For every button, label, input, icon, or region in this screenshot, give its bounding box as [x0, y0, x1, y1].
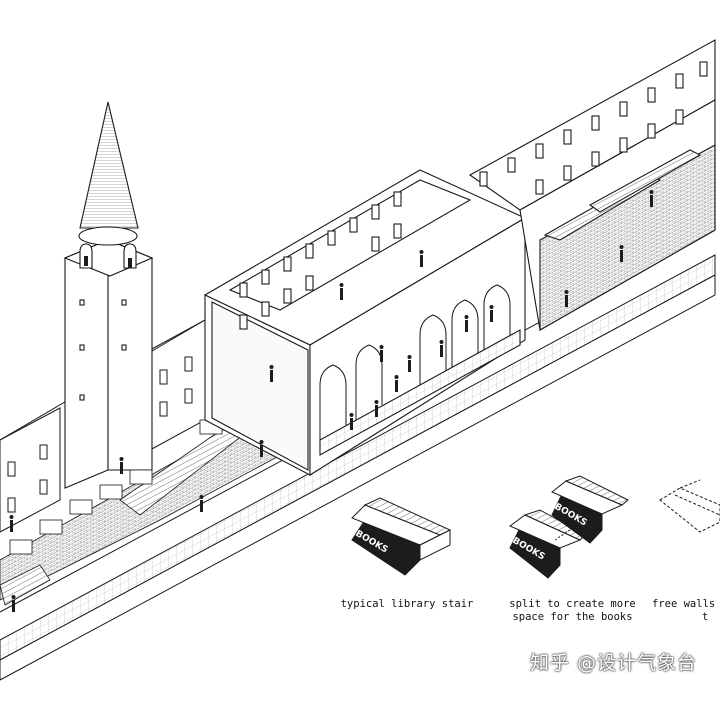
caption-free-walls: free walls t [652, 598, 720, 624]
caption-split-line2: space for the books [512, 611, 633, 623]
free-walls-diagram [659, 479, 720, 533]
caption-split-stair: split to create more space for the books [505, 598, 640, 624]
zhihu-watermark: 知乎 @设计气象台 [530, 652, 698, 674]
central-courtyard-building [203, 169, 527, 476]
left-building [0, 319, 206, 533]
split-stair-diagram: BOOKS BOOKS [509, 475, 629, 579]
caption-free-line2: t [702, 611, 709, 623]
people-figures [9, 190, 654, 612]
caption-split-line1: split to create more [509, 598, 636, 610]
caption-typical-stair: typical library stair [340, 598, 474, 610]
caption-free-line1: free walls [652, 598, 716, 610]
right-building [468, 39, 716, 331]
bell-tower [63, 101, 154, 489]
typical-stair-diagram: BOOKS [351, 497, 452, 576]
